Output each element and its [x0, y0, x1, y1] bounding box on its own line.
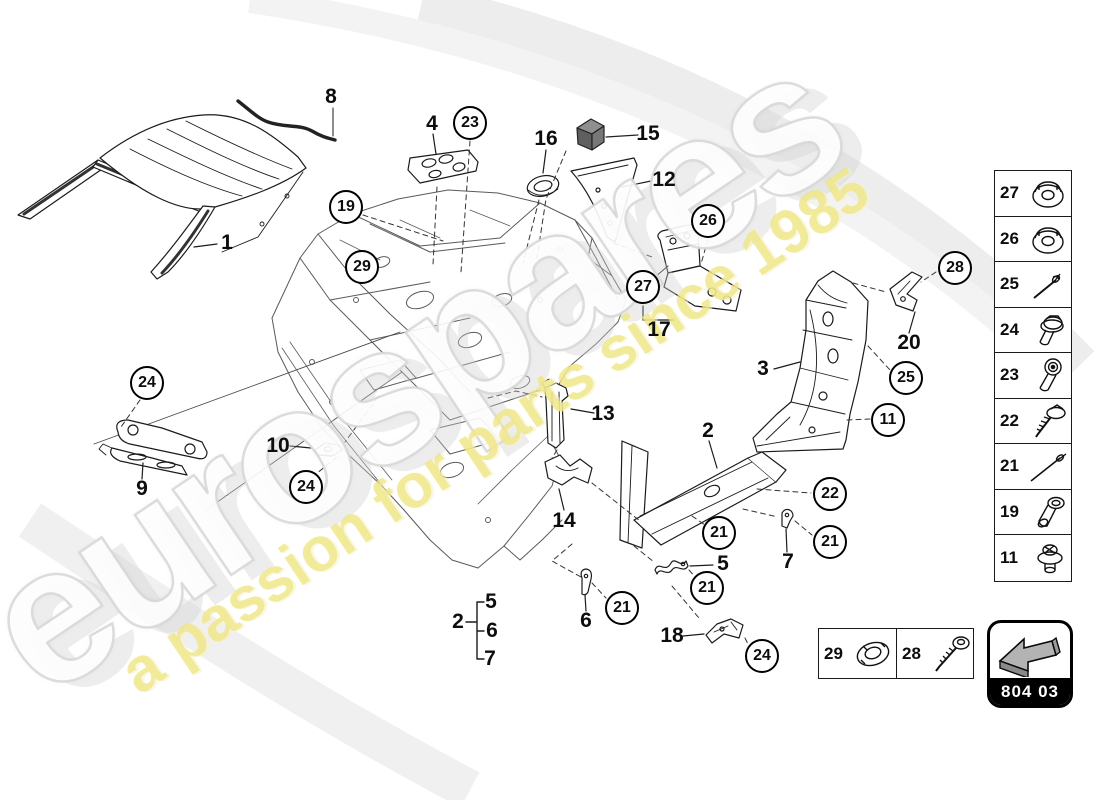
- grommet-art: [526, 149, 560, 198]
- sill-member-art: [619, 440, 787, 549]
- callout-circle-24-bottom: 24: [745, 639, 779, 673]
- callout-circle-21-a: 21: [702, 516, 736, 550]
- callout-circle-19: 19: [329, 190, 363, 224]
- long-blind-rivet-icon: [1025, 447, 1071, 485]
- flange-bolt-icon: [1025, 311, 1071, 349]
- hinge-bracket-art: [642, 224, 742, 321]
- flange-nut-icon: [1025, 220, 1071, 258]
- fastener-table: 27 26 25: [994, 170, 1072, 582]
- fastener-num: 26: [1000, 228, 1019, 248]
- fastener-num: 25: [1000, 274, 1019, 294]
- callout-9: 9: [136, 477, 148, 500]
- callout-2: 2: [702, 419, 714, 442]
- flange-nut-icon: [1025, 174, 1071, 212]
- callout-circle-21-c: 21: [605, 591, 639, 625]
- callout-circle-24-left: 24: [130, 366, 164, 400]
- small-clip-art: [289, 442, 343, 457]
- callout-17: 17: [647, 318, 671, 341]
- fastener-row-11: 11: [995, 535, 1071, 581]
- callout-circle-23: 23: [453, 106, 487, 140]
- fastener-row-25: 25: [995, 262, 1071, 308]
- callout-group-5: 5: [485, 590, 497, 613]
- fastener-row-26: 26: [995, 217, 1071, 262]
- callout-1: 1: [221, 231, 233, 254]
- legend-cell-29: 29: [819, 629, 896, 678]
- mount-bracket-art: [98, 419, 208, 480]
- dashed-leaders: [120, 140, 937, 647]
- fastener-row-19: 19: [995, 490, 1071, 535]
- callout-20: 20: [897, 331, 921, 354]
- seal-strip-art: [236, 99, 337, 142]
- hook-bracket-art: [781, 508, 794, 553]
- corner-bracket-art: [889, 271, 923, 334]
- callout-circle-28: 28: [938, 251, 972, 285]
- callout-circle-21-b: 21: [813, 525, 847, 559]
- fastener-num: 27: [1000, 183, 1019, 203]
- callout-circle-11: 11: [871, 403, 905, 437]
- grommet-ring-icon: [848, 633, 896, 675]
- callout-group-6: 6: [486, 619, 498, 642]
- triangle-panel-art: [570, 157, 652, 243]
- sleeve-bushing-icon: [1025, 493, 1071, 531]
- callout-4: 4: [426, 112, 438, 135]
- fastener-row-22: 22: [995, 399, 1071, 444]
- roof-panel-art: [17, 114, 307, 280]
- washer-screw-icon: [925, 633, 973, 675]
- washer-head-screw-icon: [1025, 356, 1071, 394]
- callout-circle-29: 29: [345, 250, 379, 284]
- callout-circle-21-d: 21: [690, 571, 724, 605]
- legend-num: 29: [824, 643, 843, 663]
- callout-18: 18: [660, 624, 684, 647]
- legend-cell-28: 28: [896, 629, 973, 678]
- fastener-num: 19: [1000, 501, 1019, 521]
- callout-7: 7: [782, 550, 794, 573]
- callout-14: 14: [552, 509, 576, 532]
- callout-6: 6: [580, 609, 592, 632]
- fastener-num: 21: [1000, 456, 1019, 476]
- spring-clip-art: [654, 560, 714, 575]
- slide-bracket-art: [682, 618, 744, 644]
- callout-circle-22: 22: [813, 477, 847, 511]
- callout-13: 13: [591, 402, 615, 425]
- callout-circle-27: 27: [626, 270, 660, 304]
- callout-circle-24-mid: 24: [289, 470, 323, 504]
- callout-group-7: 7: [484, 647, 496, 670]
- callout-12: 12: [652, 168, 676, 191]
- page-code-badge: 804 03: [987, 620, 1073, 708]
- a-pillar-art: [752, 270, 869, 453]
- page-code: 804 03: [990, 678, 1070, 705]
- fastener-row-24: 24: [995, 308, 1071, 353]
- fastener-row-21: 21: [995, 444, 1071, 490]
- fastener-num: 23: [1000, 365, 1019, 385]
- legend-box: 29 28: [818, 628, 974, 679]
- body-tub-art: [93, 189, 627, 569]
- callout-circle-26: 26: [691, 204, 725, 238]
- callout-15: 15: [636, 122, 660, 145]
- reinforcement-art: [541, 378, 595, 449]
- sealing-plug-icon: [1025, 539, 1071, 577]
- legend-num: 28: [902, 643, 921, 663]
- bracket-plate-art: [407, 133, 479, 184]
- fastener-num: 22: [1000, 410, 1019, 430]
- callout-16: 16: [534, 127, 558, 150]
- group-bracket-lines: [465, 601, 485, 660]
- support-bracket-art: [544, 454, 593, 511]
- direction-arrow-icon: [990, 623, 1070, 678]
- callout-group-2: 2: [452, 610, 464, 633]
- callout-5: 5: [717, 552, 729, 575]
- callout-10: 10: [266, 434, 290, 457]
- callout-circle-25: 25: [889, 361, 923, 395]
- blind-rivet-icon: [1025, 265, 1071, 303]
- self-tapping-screw-icon: [1025, 402, 1071, 440]
- fastener-row-27: 27: [995, 171, 1071, 217]
- callout-8: 8: [325, 85, 337, 108]
- buffer-block-art: [576, 118, 639, 151]
- fastener-num: 24: [1000, 319, 1019, 339]
- fastener-row-23: 23: [995, 353, 1071, 399]
- fastener-num: 11: [1000, 547, 1018, 567]
- callout-3: 3: [757, 357, 769, 380]
- pin-clip-art: [580, 568, 593, 612]
